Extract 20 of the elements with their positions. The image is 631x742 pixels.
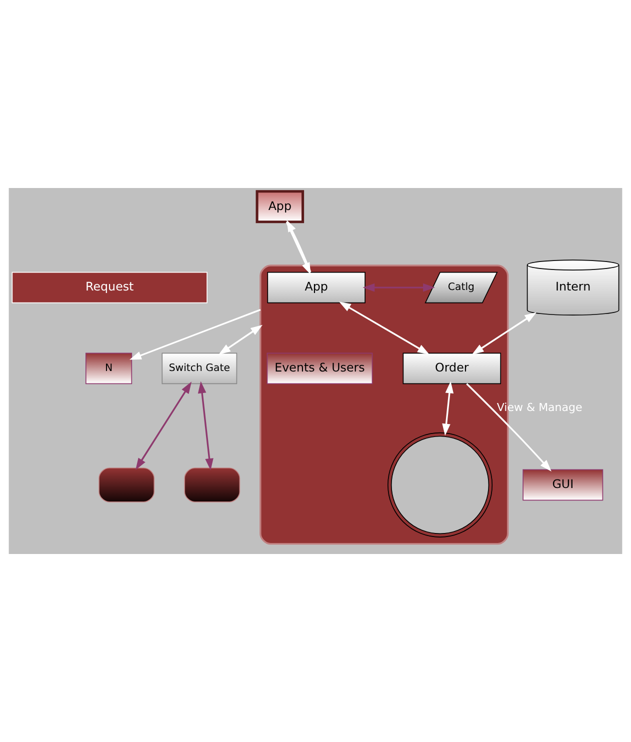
arrow <box>339 302 430 354</box>
node-ellipse <box>388 432 493 538</box>
node-box <box>98 468 155 502</box>
arrow <box>362 283 435 292</box>
arrow <box>218 324 263 355</box>
node-box: Request <box>12 272 208 304</box>
arrow <box>466 383 552 472</box>
node-box: N <box>85 352 132 384</box>
node-box: Events & Users <box>266 352 373 384</box>
arrow <box>136 382 192 470</box>
node-box: Order <box>402 352 502 384</box>
arrow <box>198 381 214 470</box>
node-box: GUI <box>522 469 604 501</box>
arrow <box>442 381 454 436</box>
node-box: Switch Gate <box>162 352 238 384</box>
node-box: App <box>267 272 366 304</box>
node-box: App <box>256 190 304 224</box>
arrow <box>472 312 537 355</box>
arrow <box>129 308 261 360</box>
node-box <box>184 468 240 502</box>
